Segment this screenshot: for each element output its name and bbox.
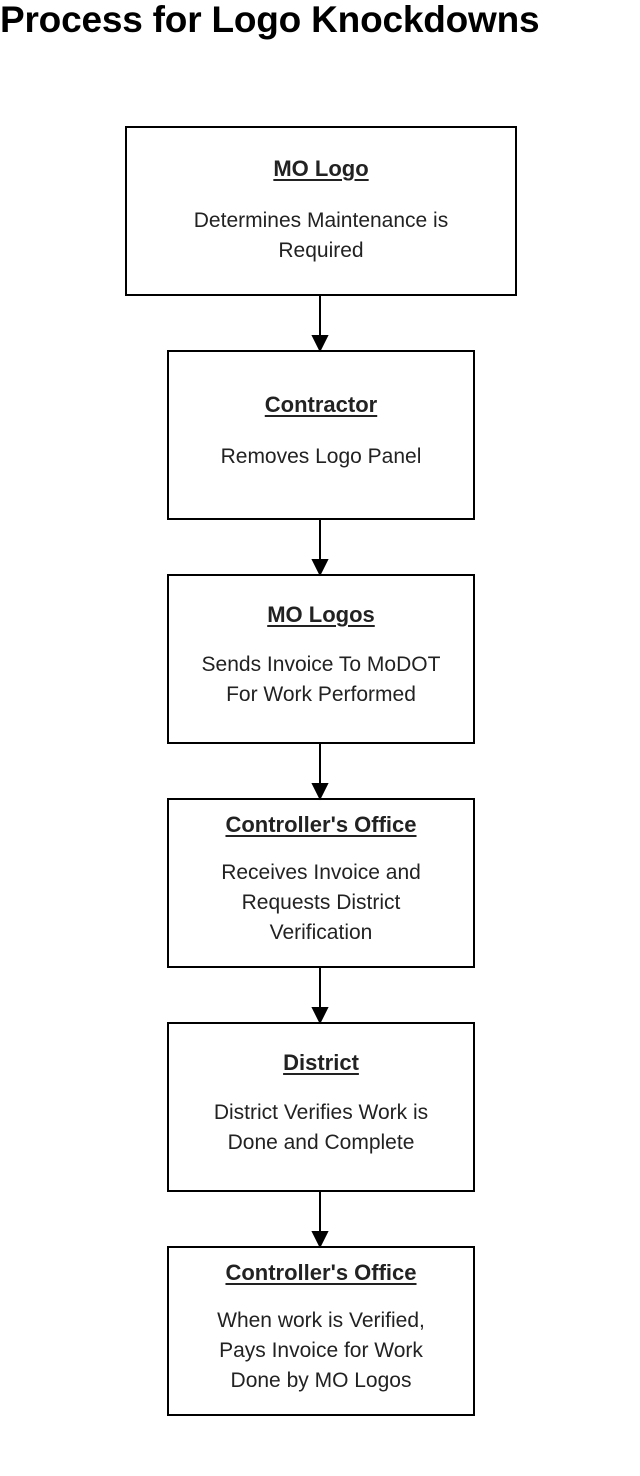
step-text-line: Sends Invoice To MoDOT — [201, 653, 441, 676]
step-text-line: Pays Invoice for Work — [219, 1339, 423, 1362]
step-text-line: Done by MO Logos — [230, 1369, 412, 1392]
step-box-mo-logo: MO Logo Determines Maintenance is Requir… — [125, 126, 517, 296]
step-heading: Controller's Office — [225, 812, 417, 837]
step-heading: District — [283, 1050, 359, 1075]
step-text-line: Determines Maintenance is — [193, 209, 449, 232]
arrow-head-5-6 — [311, 1231, 329, 1249]
step-heading: Controller's Office — [225, 1260, 417, 1285]
step-box-mo-logos: MO Logos Sends Invoice To MoDOT For Work… — [167, 574, 475, 744]
step-text-line: Removes Logo Panel — [220, 445, 422, 468]
step-text-line: When work is Verified, — [217, 1309, 425, 1332]
arrow-head-4-5 — [311, 1007, 329, 1025]
step-box-district: District District Verifies Work is Done … — [167, 1022, 475, 1192]
arrow-head-1-2 — [311, 335, 329, 353]
step-box-controllers-office-pays: Controller's Office When work is Verifie… — [167, 1246, 475, 1416]
step-text-line: Receives Invoice and — [221, 861, 421, 884]
step-heading: MO Logos — [267, 602, 375, 627]
step-text-line: For Work Performed — [226, 683, 416, 706]
arrow-head-2-3 — [311, 559, 329, 577]
step-heading: MO Logo — [273, 156, 369, 181]
step-box-contractor: Contractor Removes Logo Panel — [167, 350, 475, 520]
step-text-line: Requests District — [241, 891, 401, 914]
step-text-line: Verification — [269, 921, 373, 944]
diagram-title: Process for Logo Knockdowns — [0, 0, 540, 40]
step-box-controllers-office-receives: Controller's Office Receives Invoice and… — [167, 798, 475, 968]
step-text-line: Done and Complete — [227, 1131, 415, 1154]
step-heading: Contractor — [264, 392, 378, 417]
arrow-head-3-4 — [311, 783, 329, 801]
step-text-line: District Verifies Work is — [213, 1101, 429, 1124]
step-text-line: Required — [278, 239, 364, 262]
